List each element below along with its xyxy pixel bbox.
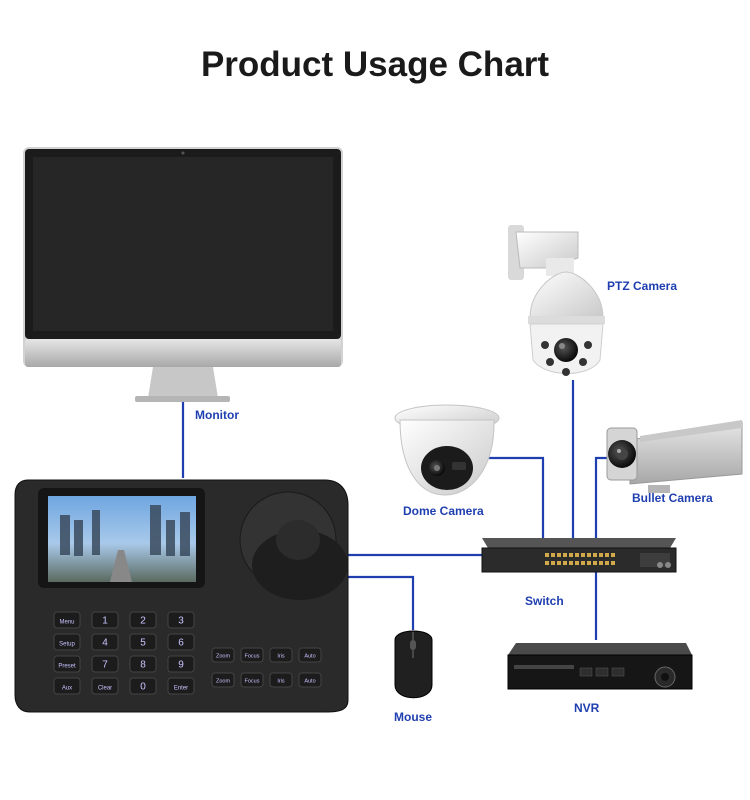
bullet-camera-device [606,420,743,493]
keypad-key[interactable]: 8 [129,655,157,673]
connection-lines [181,380,616,640]
ptz-camera-device [508,225,605,376]
nvr-device [507,643,693,690]
function-key-label: Iris [277,679,285,685]
keypad-key-label: 4 [102,638,108,649]
monitor-label: Monitor [195,408,239,422]
keypad-key-label: Aux [62,686,72,692]
keypad-key[interactable]: 4 [91,633,119,651]
keypad-key[interactable]: Clear [91,677,119,695]
keypad-key-label: Enter [174,686,188,692]
function-key[interactable]: Iris [269,672,293,688]
keypad-key-label: Setup [59,642,75,648]
keypad-key-label: Menu [59,620,74,626]
keyboard-to-mouse-line [345,575,415,630]
keypad-key[interactable]: 6 [167,633,195,651]
function-key[interactable]: Zoom [211,672,235,688]
network-switch-device [481,538,677,573]
keypad-key[interactable]: 1 [91,611,119,629]
keypad-key[interactable]: Preset [53,655,81,673]
keypad-key[interactable]: Setup [53,633,81,651]
function-key[interactable]: Zoom [211,647,235,663]
page-title: Product Usage Chart [200,45,550,84]
function-key-label: Focus [245,654,260,660]
keypad-key-label: 9 [178,660,184,671]
function-key[interactable]: Auto [298,647,322,663]
keypad-key[interactable]: 9 [167,655,195,673]
mouse-device [394,630,433,699]
keypad-key[interactable]: 0 [129,677,157,695]
keypad-key[interactable]: Enter [167,677,195,695]
function-key-label: Zoom [216,679,230,685]
function-key[interactable]: Auto [298,672,322,688]
keypad-key-label: 2 [140,616,146,627]
keypad-key[interactable]: 7 [91,655,119,673]
function-key-label: Auto [304,679,315,685]
keypad-key[interactable]: 5 [129,633,157,651]
function-key[interactable]: Iris [269,647,293,663]
keypad-key-label: 7 [102,660,108,671]
keypad-key-label: Preset [58,664,76,670]
function-key[interactable]: Focus [240,647,264,663]
keypad-key[interactable]: Menu [53,611,81,629]
bullet-camera-label: Bullet Camera [632,491,713,505]
keypad-key-label: Clear [98,686,112,692]
nvr-label: NVR [574,701,600,715]
ptz-camera-label: PTZ Camera [607,279,678,293]
function-key-label: Auto [304,654,315,660]
keypad-key-label: 3 [178,616,184,627]
keypad-key-label: 5 [140,638,146,649]
switch-label: Switch [525,594,564,608]
keypad-key-label: 0 [140,682,146,693]
function-key-label: Iris [277,654,285,660]
keypad-key-label: 8 [140,660,146,671]
function-key-label: Focus [245,679,260,685]
keypad-key[interactable]: Aux [53,677,81,695]
ptz-keyboard-controller [14,479,349,713]
keypad-key-label: 1 [102,616,108,627]
mouse-label: Mouse [394,710,433,724]
keypad-key[interactable]: 3 [167,611,195,629]
dome-camera-label: Dome Camera [403,504,484,518]
keypad-key-label: 6 [178,638,184,649]
monitor-device [23,147,343,402]
function-key-label: Zoom [216,654,230,660]
keypad-key[interactable]: 2 [129,611,157,629]
dome-camera-device [394,404,500,496]
function-key[interactable]: Focus [240,672,264,688]
dome-to-switch-line [488,456,545,538]
